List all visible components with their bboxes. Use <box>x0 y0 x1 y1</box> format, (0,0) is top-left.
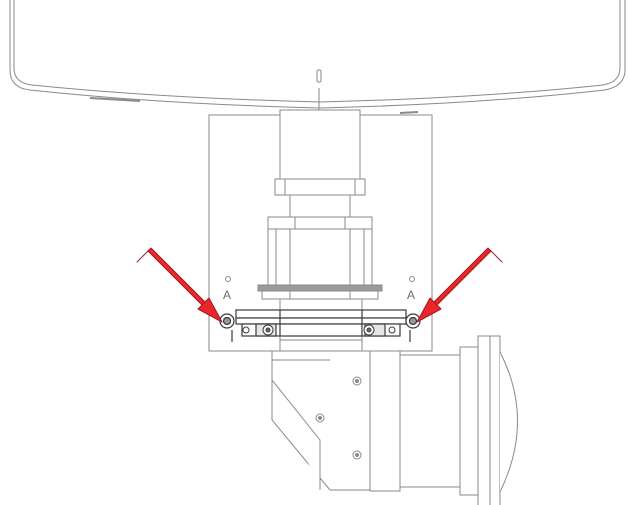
inner-screw-right <box>363 324 375 336</box>
flange-ring <box>257 284 383 300</box>
small-screw-left <box>242 326 250 334</box>
lens-barrel <box>369 335 518 505</box>
left-marker-label: A <box>223 288 231 302</box>
right-marker: A <box>407 276 415 302</box>
right-mounting-screw <box>405 313 421 329</box>
right-release-arrow <box>416 247 503 323</box>
lens-elbow <box>271 350 382 491</box>
inner-screw-left <box>262 324 274 336</box>
small-screw-right <box>388 326 396 334</box>
left-marker: A <box>223 276 231 302</box>
top-housing <box>9 0 626 114</box>
left-mounting-screw <box>219 313 235 329</box>
right-marker-label: A <box>407 288 415 302</box>
housing-slot <box>316 69 322 113</box>
lens-collar <box>267 228 373 286</box>
left-release-arrow <box>136 247 223 323</box>
lens-column <box>267 109 373 230</box>
